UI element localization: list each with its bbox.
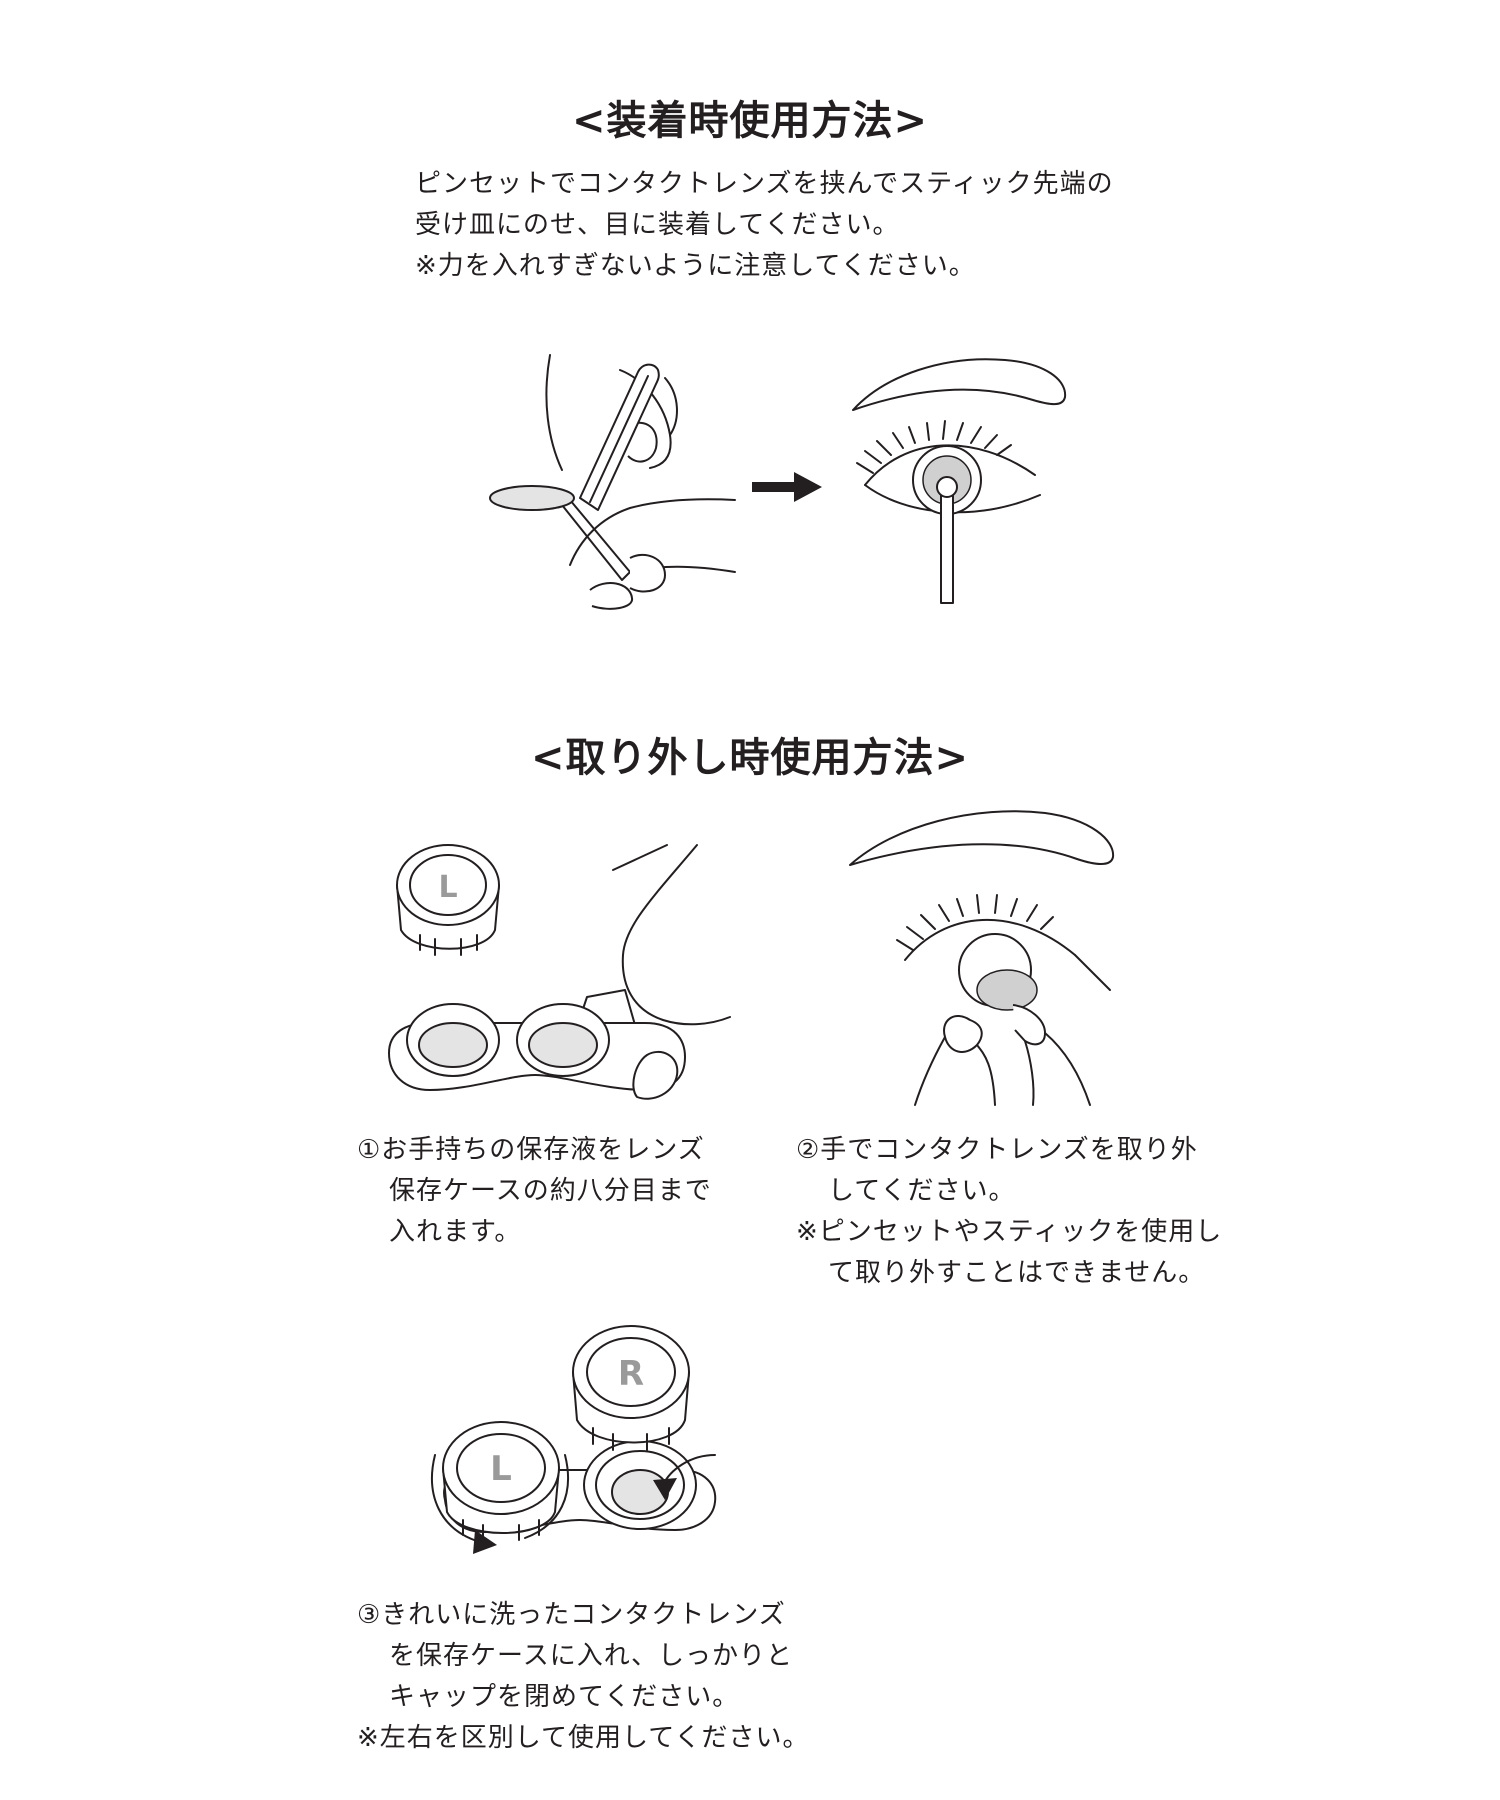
remove-lens-by-hand-illustration [845,805,1125,1110]
step2-instructions: ②手でコンタクトレンズを取り外 してください。 ※ピンセットやスティックを使用し… [796,1130,1222,1294]
eyelashes [857,421,1011,473]
case-cap-left: L [397,845,499,955]
upper-eyelid [905,920,1075,960]
step2-note: て取り外すことはできません。 [828,1258,1206,1288]
step3-line: を保存ケースに入れ、しっかりと [389,1641,793,1671]
hand-holding-stick [570,499,735,609]
tweezers [580,365,659,510]
rotate-arrow-icon [432,1455,568,1554]
step1-line: 保存ケースの約八分目まで [389,1176,712,1206]
instruction-line: 受け皿にのせ、目に装着してください。 [415,210,900,240]
cap-right: R [573,1326,689,1450]
close-caps-illustration: R L [425,1320,725,1554]
lens-case [389,1004,685,1099]
eyelashes [897,895,1053,950]
step3-note: ※左右を区別して使用してください。 [357,1723,810,1753]
lens-on-eye-illustration [845,355,1075,610]
step3-instructions: ③きれいに洗ったコンタクトレンズ を保存ケースに入れ、しっかりと キャップを閉め… [357,1595,809,1759]
cap-letter-l: L [438,870,457,905]
step1-instructions: ①お手持ちの保存液をレンズ 保存ケースの約八分目まで 入れます。 [357,1130,712,1253]
lens [490,486,574,510]
insertion-heading: <装着時使用方法> [571,98,929,144]
hand [915,1005,1090,1105]
cap-letter-l: L [490,1449,512,1489]
bottle [581,845,730,1045]
fill-case-illustration: L [385,835,730,1125]
step3-line: キャップを閉めてください。 [389,1682,740,1712]
step2-note: ※ピンセットやスティックを使用し [796,1217,1223,1247]
step2-line: してください。 [828,1176,1016,1206]
lens [612,1470,668,1514]
right-arrow-icon [752,472,822,502]
stick-with-lens [490,486,630,580]
step1-line: ①お手持ちの保存液をレンズ [357,1135,705,1165]
step3-line: ③きれいに洗ったコンタクトレンズ [357,1600,786,1630]
instruction-line: ピンセットでコンタクトレンズを挟んでスティック先端の [415,169,1114,199]
cap-left: L [443,1422,559,1540]
step2-line: ②手でコンタクトレンズを取り外 [796,1135,1198,1165]
stick [941,485,953,603]
instruction-note: ※力を入れすぎないように注意してください。 [415,251,976,281]
removal-heading: <取り外し時使用方法> [530,735,970,781]
tweezers-placing-lens-illustration [470,350,750,610]
lens [977,970,1037,1010]
insertion-instructions: ピンセットでコンタクトレンズを挟んでスティック先端の 受け皿にのせ、目に装着して… [415,164,1114,287]
insert-lens-arrow-icon [653,1455,715,1500]
cap-letter-r: R [618,1354,644,1394]
eyebrow [853,359,1065,410]
step1-line: 入れます。 [389,1217,522,1247]
eyebrow [850,811,1113,865]
